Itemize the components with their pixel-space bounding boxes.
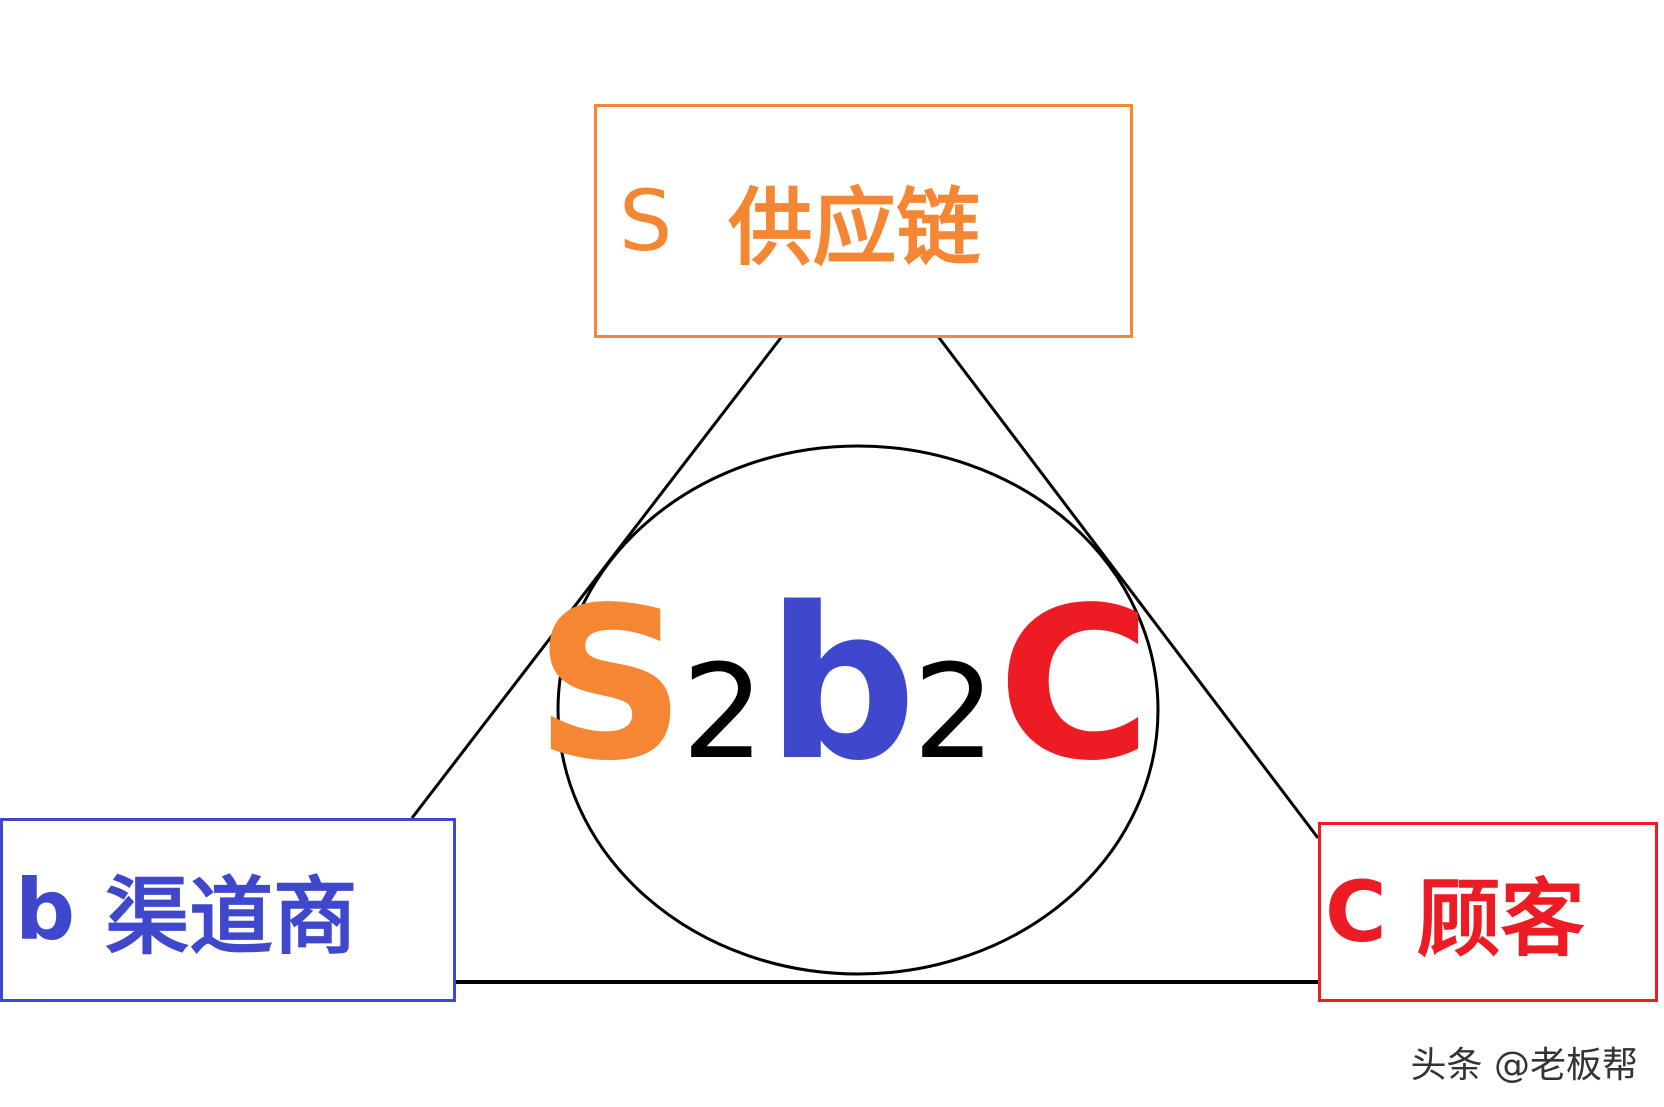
node-channel: b 渠道商 xyxy=(0,818,456,1002)
node-customer-label: 顾客 xyxy=(1416,869,1585,968)
center-c: C xyxy=(997,562,1151,807)
node-customer-letter: C xyxy=(1325,863,1387,961)
edge-supply-customer xyxy=(935,334,1320,839)
center-b: b xyxy=(766,562,916,807)
node-supply-letter: S xyxy=(619,172,673,270)
node-customer: C 顾客 xyxy=(1318,822,1658,1002)
node-supply-chain: S 供应链 xyxy=(594,104,1133,338)
center-s: S xyxy=(534,562,685,807)
node-supply-label: 供应链 xyxy=(728,178,981,277)
center-model-name: S 2 b 2 C xyxy=(530,562,1151,820)
center-two-b: 2 xyxy=(912,636,996,788)
watermark: 头条 @老板帮 xyxy=(1410,1045,1638,1086)
center-two-a: 2 xyxy=(681,636,765,788)
node-channel-letter: b xyxy=(15,861,76,959)
node-channel-label: 渠道商 xyxy=(105,867,358,966)
center-circle xyxy=(556,444,1160,976)
